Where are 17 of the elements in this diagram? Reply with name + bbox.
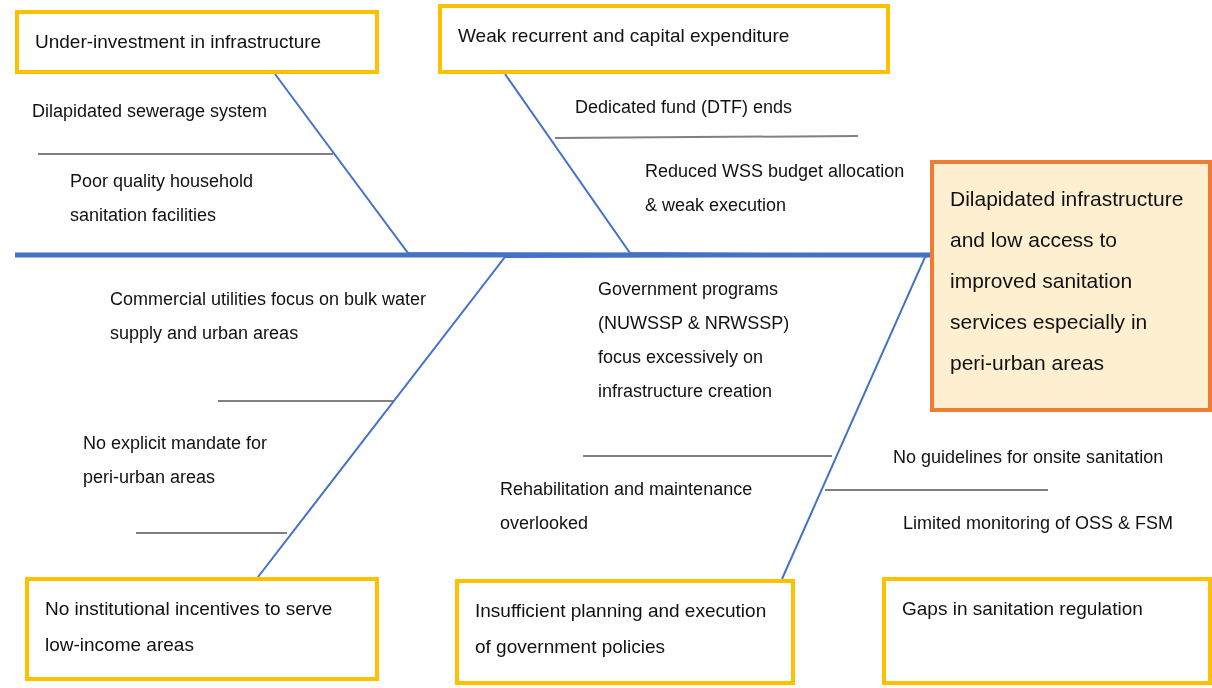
cause-category-box: Gaps in sanitation regulation <box>882 577 1212 685</box>
cause-text: Reduced WSS budget allocation & weak execution <box>645 160 906 217</box>
cause-text: No explicit mandate for peri-urban areas <box>83 432 269 489</box>
cause-text: Dedicated fund (DTF) ends <box>575 96 794 119</box>
cause-category-box: Under-investment in infrastructure <box>15 10 379 74</box>
cause-category-box: Weak recurrent and capital expenditure <box>438 4 890 74</box>
problem-box: Dilapidated infrastructure and low access to improved sanitation services especially in peri-urban areas <box>930 160 1212 412</box>
cause-text: Rehabilitation and maintenance overlooked <box>500 478 754 535</box>
cause-category-box: No institutional incentives to serve low-income areas <box>25 577 379 681</box>
cause-category-box: Insufficient planning and execution of government policies <box>455 579 795 685</box>
cause-text: Dilapidated sewerage system <box>32 100 269 123</box>
cause-text: Limited monitoring of OSS & FSM <box>903 512 1175 535</box>
cause-text: Poor quality household sanitation facilities <box>70 170 255 227</box>
cause-text: Government programs (NUWSSP & NRWSSP) focus excessively on infrastructure creation <box>598 278 791 403</box>
bone-line <box>781 254 931 580</box>
cause-text: No guidelines for onsite sanitation <box>893 446 1165 469</box>
cause-text: Commercial utilities focus on bulk water supply and urban areas <box>110 288 428 345</box>
